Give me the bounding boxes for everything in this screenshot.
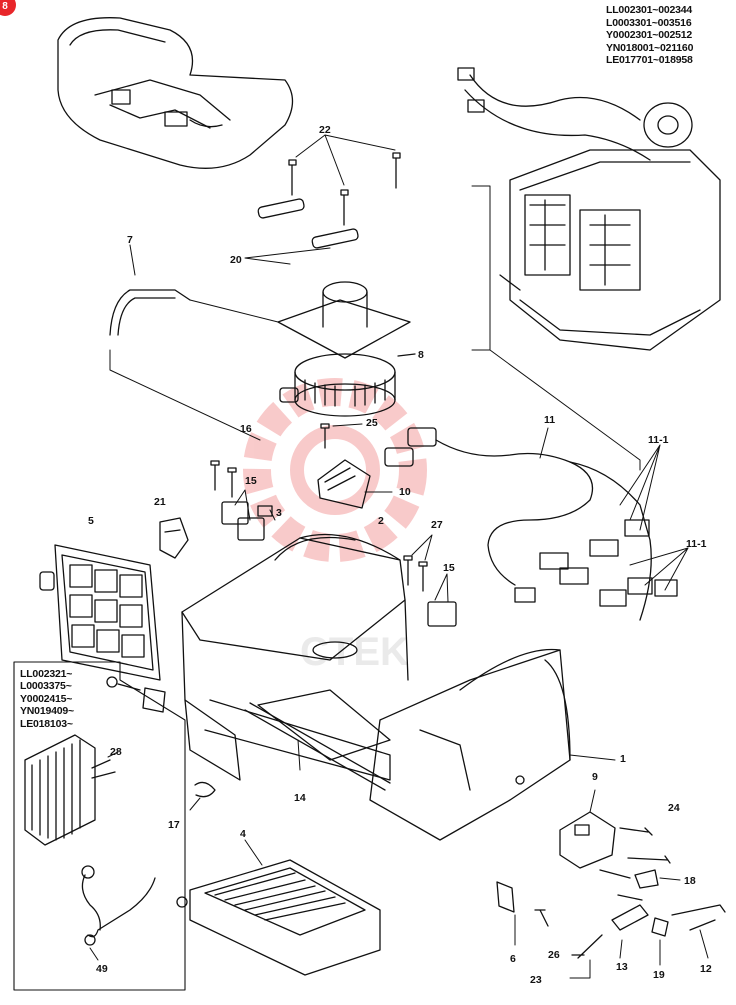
inset-box xyxy=(13,661,186,991)
inset-evaporator-28 xyxy=(24,734,119,846)
callout-22: 22 xyxy=(319,124,331,136)
callout-15-left: 15 xyxy=(245,475,257,487)
callout-28: 28 xyxy=(110,746,122,758)
inset-sensor-49 xyxy=(81,865,156,961)
callout-13: 13 xyxy=(616,961,628,973)
callout-1: 1 xyxy=(620,753,626,765)
callout-17: 17 xyxy=(168,819,180,831)
clip-17 xyxy=(189,781,216,811)
callout-7: 7 xyxy=(127,234,133,246)
brackets-13-19 xyxy=(569,904,726,979)
callout-49: 49 xyxy=(96,963,108,975)
callout-labels: 22 20 7 8 25 16 11 11-1 11-1 10 15 27 15… xyxy=(88,124,712,986)
inset-serial-range: L0003375~ xyxy=(20,680,72,693)
inset-serial-range: LE018103~ xyxy=(20,717,73,730)
callout-20: 20 xyxy=(230,254,242,266)
callout-10: 10 xyxy=(399,486,411,498)
callout-14: 14 xyxy=(294,792,306,804)
callout-6: 6 xyxy=(510,953,516,965)
inset-serial-range: LL002321~ xyxy=(20,668,73,680)
clip-21 xyxy=(159,517,189,559)
watermark-text: CTEK xyxy=(300,630,409,674)
bracket xyxy=(106,676,166,713)
callout-12: 12 xyxy=(700,963,712,975)
bolts-22 xyxy=(288,134,401,226)
callout-26: 26 xyxy=(548,949,560,961)
amplifier-9 xyxy=(559,789,616,869)
heater-unit-assembled xyxy=(457,67,721,351)
callout-18: 18 xyxy=(684,875,696,887)
callout-4: 4 xyxy=(240,828,246,840)
lower-frame xyxy=(184,689,391,781)
filter-frame-5 xyxy=(39,544,161,681)
callout-27: 27 xyxy=(431,519,443,531)
duct-hose-7 xyxy=(109,244,279,441)
serial-range-header: LL002301~002344 L0003301~003516 Y0002301… xyxy=(606,4,693,67)
callout-23: 23 xyxy=(530,974,542,986)
callout-25: 25 xyxy=(366,417,378,429)
serial-range: L0003301~003516 xyxy=(606,16,692,29)
callout-24: 24 xyxy=(668,802,680,814)
inset-serial-range: YN019409~ xyxy=(20,705,74,718)
lower-case-1 xyxy=(369,648,616,841)
relays-15-right xyxy=(403,534,457,627)
relays-15-left xyxy=(210,460,276,541)
page-badge: 8 xyxy=(0,0,16,16)
callout-5: 5 xyxy=(88,515,94,527)
callout-8: 8 xyxy=(418,349,424,361)
evaporator-4 xyxy=(176,839,381,976)
watermark-logo: CTEK xyxy=(243,378,427,674)
callout-3: 3 xyxy=(276,507,282,519)
callout-11: 11 xyxy=(544,414,555,426)
plate-6 xyxy=(496,881,549,946)
serial-range: YN018001~021160 xyxy=(606,41,694,54)
callout-9: 9 xyxy=(592,771,598,783)
blower-motor-8 xyxy=(277,281,416,417)
gaskets-20 xyxy=(244,198,359,265)
callout-21: 21 xyxy=(154,496,166,508)
serial-range: LL002301~002344 xyxy=(606,4,693,16)
callout-19: 19 xyxy=(653,969,665,981)
upper-case-2 xyxy=(181,533,409,701)
wire-harness-11 xyxy=(384,427,689,621)
callout-11-1-right: 11-1 xyxy=(686,538,707,550)
aircon-unit-overview xyxy=(57,17,294,169)
callout-11-1-top: 11-1 xyxy=(648,434,669,446)
resistor-10 xyxy=(317,423,393,509)
inset-serial-range: Y0002415~ xyxy=(20,692,73,705)
bolts-24 xyxy=(599,827,671,901)
connector-18 xyxy=(634,869,681,889)
inset-serial-header: LL002321~ L0003375~ Y0002415~ YN019409~ … xyxy=(20,668,74,730)
callout-16: 16 xyxy=(240,423,252,435)
serial-range: LE017701~018958 xyxy=(606,54,693,67)
serial-range: Y0002301~002512 xyxy=(606,29,693,42)
callout-15-right: 15 xyxy=(443,562,455,574)
callout-2: 2 xyxy=(378,515,384,527)
